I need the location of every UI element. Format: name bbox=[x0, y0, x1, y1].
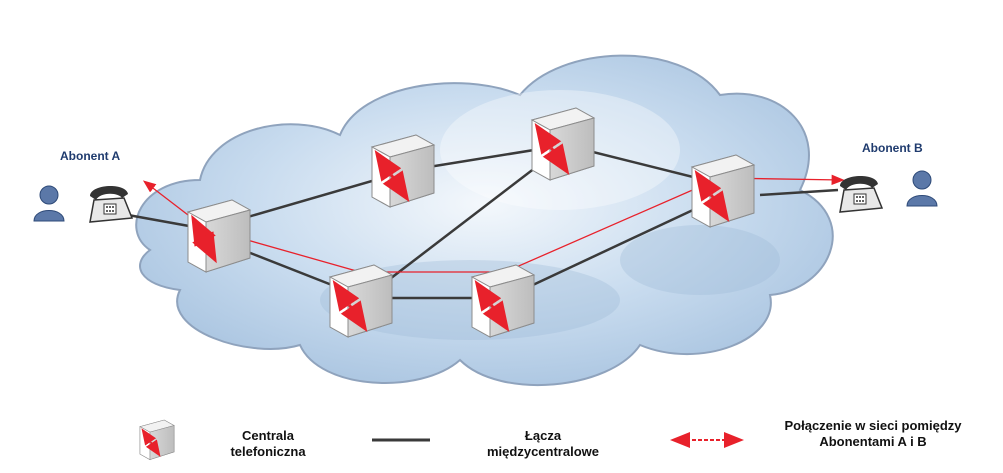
legend-exchange-line1: Centrala bbox=[241, 428, 295, 443]
trunk-line bbox=[759, 188, 839, 197]
exchange-box-icon bbox=[187, 199, 251, 273]
legend-exchange-icon bbox=[139, 419, 175, 460]
legend-trunk-line2: międzycentralowe bbox=[487, 444, 599, 459]
legend-connection-line2: Abonentami A i B bbox=[819, 434, 927, 449]
legend-connection: Połączenie w sieci pomiędzy Abonentami A… bbox=[748, 418, 998, 450]
telephone-icon bbox=[89, 185, 134, 223]
exchange-box-icon bbox=[531, 107, 595, 181]
exchange-box-icon bbox=[691, 154, 755, 228]
exchange-box-icon bbox=[371, 134, 435, 208]
legend-exchange-line2: telefoniczna bbox=[230, 444, 306, 459]
legend-exchange: Centrala telefoniczna bbox=[213, 428, 323, 460]
telephone-icon bbox=[839, 175, 884, 213]
person-icon bbox=[33, 185, 65, 222]
abonent-a-label: Abonent A bbox=[60, 149, 121, 163]
exchange-box-icon bbox=[329, 264, 393, 338]
trunk-line bbox=[504, 193, 726, 300]
legend-trunk: Łącza międzycentralowe bbox=[468, 428, 618, 460]
legend-connection-line1: Połączenie w sieci pomiędzy bbox=[784, 418, 962, 433]
person-icon bbox=[906, 170, 938, 207]
legend-trunk-line1: Łącza bbox=[524, 428, 562, 443]
exchange-box-icon bbox=[471, 264, 535, 338]
connection-line bbox=[504, 177, 721, 273]
abonent-b-label: Abonent B bbox=[862, 141, 923, 155]
